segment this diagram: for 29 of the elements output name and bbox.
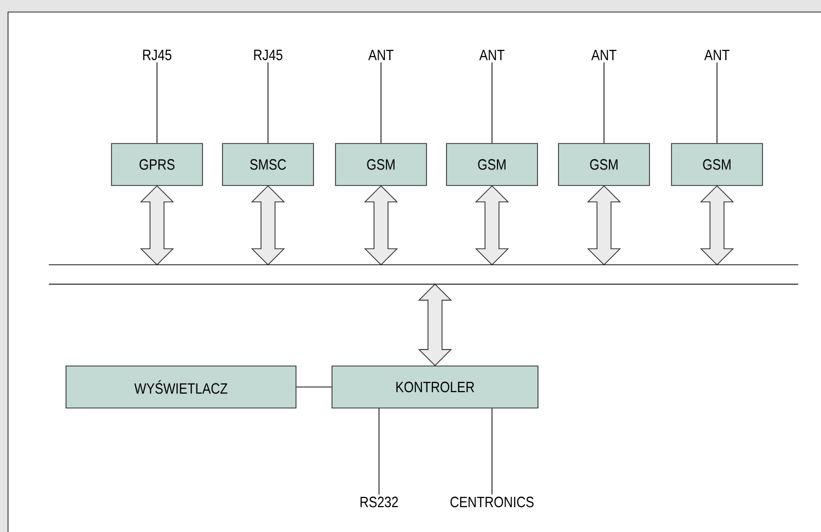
bus-arrow — [140, 185, 174, 266]
connector-line — [378, 408, 380, 495]
block-box: KONTROLER — [332, 366, 538, 408]
block-box: GSM — [558, 143, 650, 186]
block-box: GSM — [335, 143, 427, 186]
block-box: SMSC — [222, 143, 314, 186]
bus-lines — [48, 264, 799, 285]
port-label: ANT — [479, 50, 504, 60]
bus-arrow — [251, 185, 285, 266]
port-label: CENTRONICS — [450, 496, 534, 508]
bus-arrow — [418, 284, 452, 366]
connector-line — [156, 62, 158, 144]
connector-line — [380, 62, 382, 144]
bus-arrow — [587, 185, 621, 266]
port-label: ANT — [704, 50, 730, 60]
port-label: RJ45 — [143, 50, 172, 60]
block-box: GPRS — [111, 143, 203, 186]
bus-arrow — [475, 185, 509, 266]
block-box: GSM — [671, 143, 763, 186]
port-label: ANT — [591, 50, 616, 60]
port-label: RJ45 — [254, 50, 282, 60]
block-box: WYŚWIETLACZ — [66, 366, 296, 408]
bus-arrow — [364, 185, 398, 266]
connector-line — [296, 386, 332, 388]
port-label: RS232 — [360, 496, 398, 508]
connector-line — [716, 62, 718, 144]
port-label: ANT — [368, 50, 394, 60]
block-box: GSM — [446, 143, 538, 186]
bus-arrow — [700, 185, 734, 266]
